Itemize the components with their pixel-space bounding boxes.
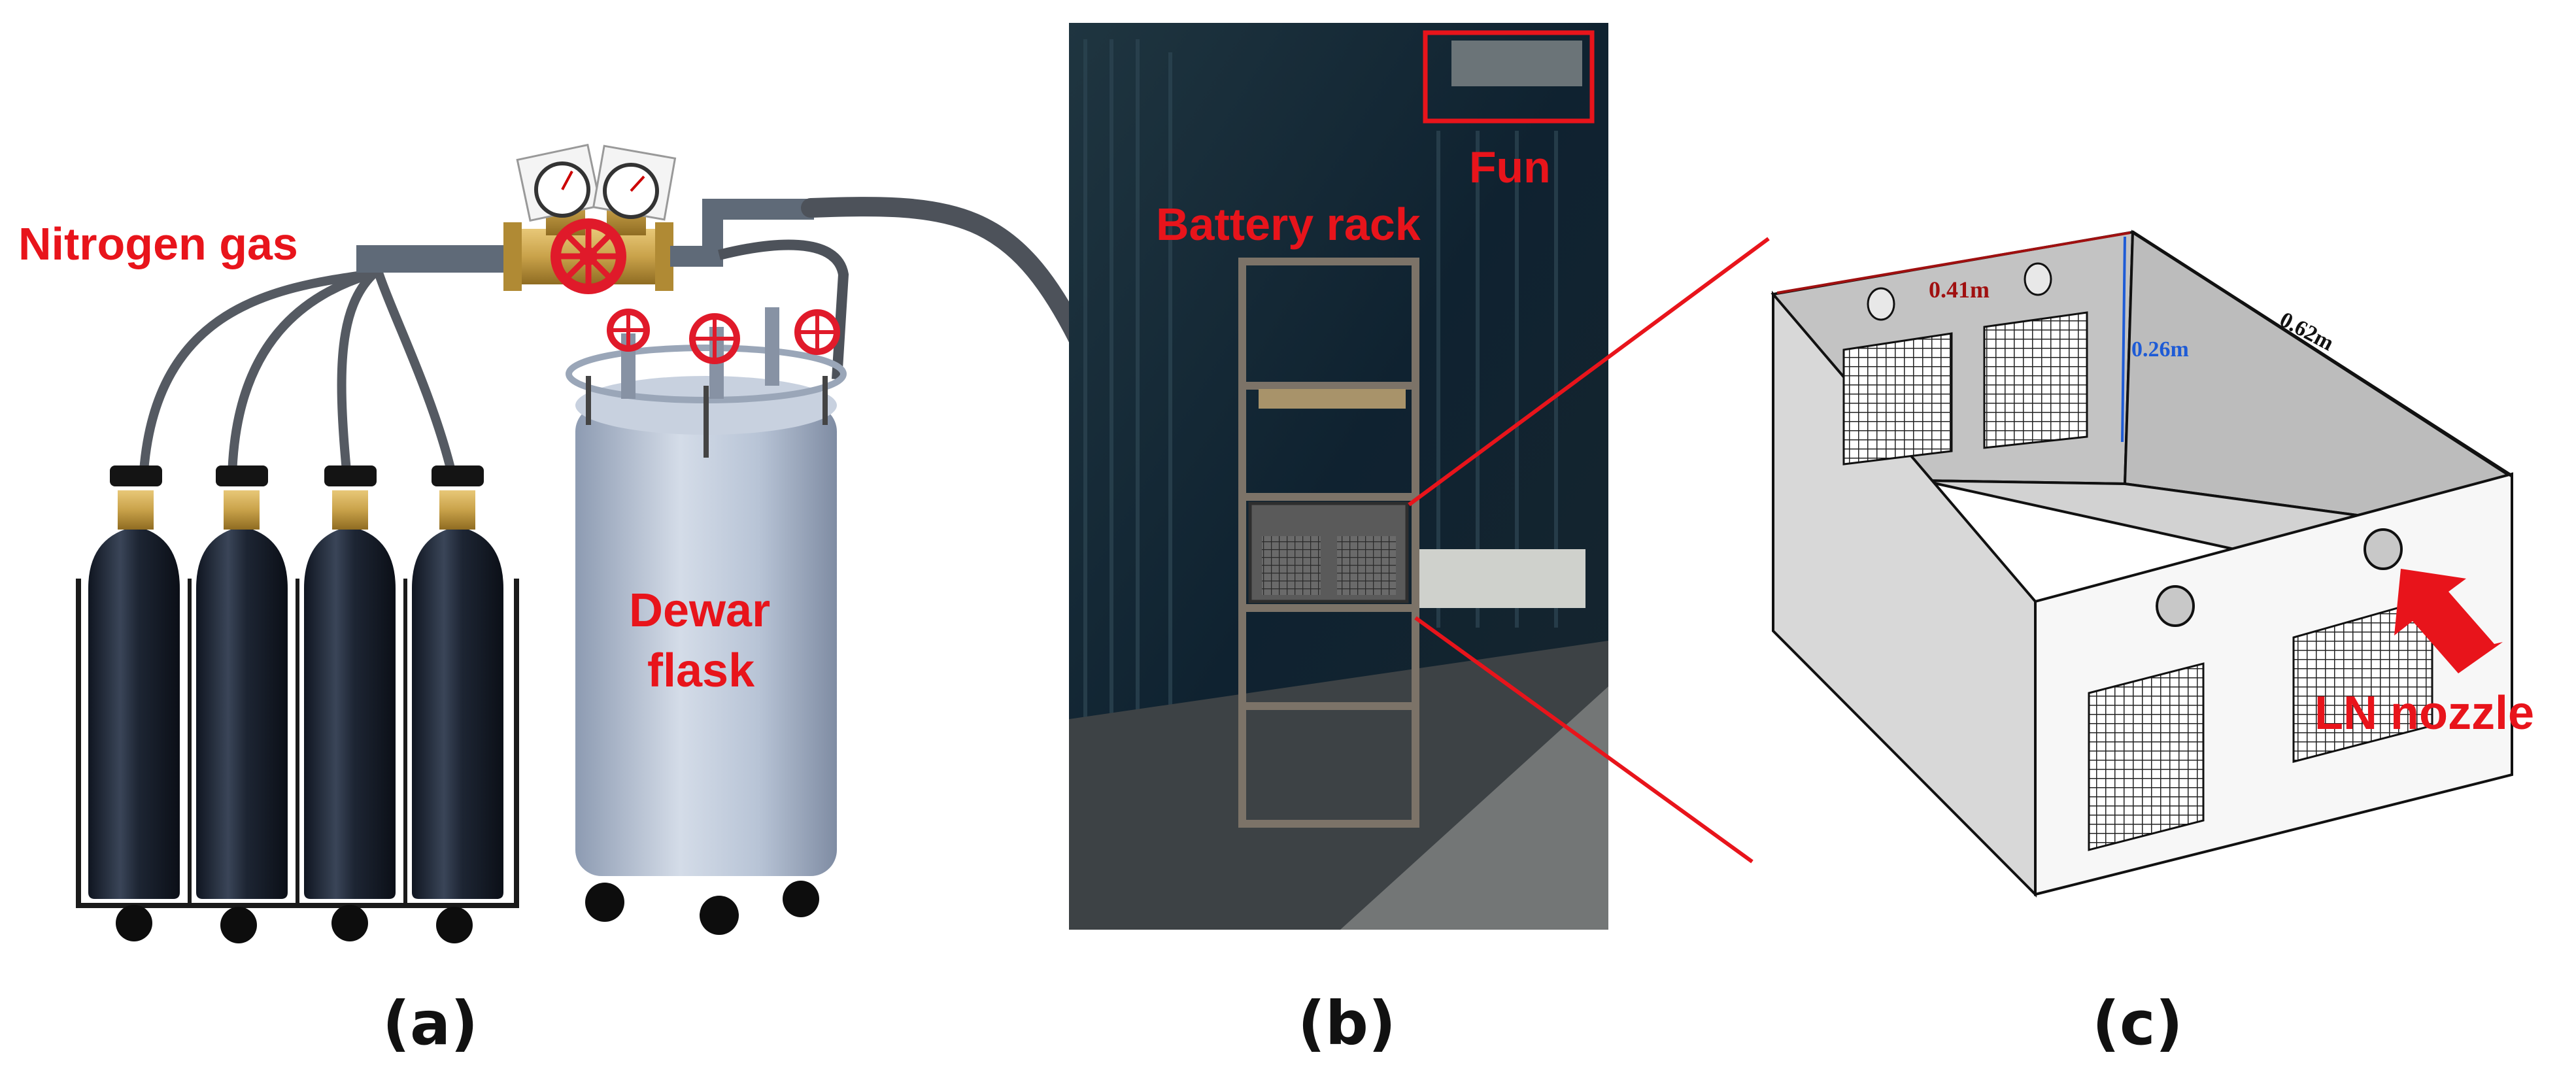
dewar-flask [566, 307, 847, 935]
battery-rack [1238, 258, 1419, 828]
cylinder-1 [88, 465, 180, 941]
label-dewar-line2: flask [647, 645, 755, 697]
caption-a: (a) [382, 989, 479, 1058]
back-mesh-left [1842, 332, 1953, 465]
gas-hoses [139, 270, 456, 482]
back-mesh-right [1983, 311, 2088, 449]
nitrogen-cylinders [76, 465, 519, 943]
caption-c: (c) [2092, 989, 2183, 1058]
zoom-line-bottom [1414, 616, 1754, 864]
dewar-valve-3-icon [794, 309, 840, 355]
pressure-gauge-right-icon [592, 144, 677, 221]
dim-line-length [1776, 231, 2131, 294]
pressure-regulator [503, 143, 677, 294]
pressure-gauge-left-icon [516, 143, 602, 222]
dim-height-label: 0.26m [2131, 337, 2189, 362]
front-mesh-left [2088, 662, 2205, 851]
panel-b-photo [1069, 23, 1608, 930]
dewar-feed-pipe [670, 199, 814, 267]
zoom-line-top [1408, 237, 1770, 507]
nitrogen-manifold-pipe [356, 245, 513, 273]
cylinder-4 [412, 465, 503, 943]
dewar-valve-2-icon [689, 313, 740, 364]
front-mesh-right [2292, 597, 2433, 763]
dewar-valve-1-icon [607, 309, 650, 352]
caption-b: (b) [1298, 989, 1396, 1058]
cylinder-3 [304, 465, 396, 941]
dim-length-label: 0.41m [1929, 277, 1990, 303]
fun-highlight-box [1423, 30, 1595, 124]
dim-line-depth [2131, 230, 2513, 478]
label-ln-nozzle: LN nozzle [2314, 687, 2534, 739]
label-nitrogen-gas: Nitrogen gas [18, 218, 298, 269]
label-fun: Fun [1469, 143, 1551, 192]
label-battery-rack: Battery rack [1156, 199, 1421, 250]
ln-nozzle-arrow-icon [2394, 569, 2503, 673]
cylinder-2 [196, 465, 288, 943]
panel-c-box-model [1771, 229, 2513, 898]
main-valve-wheel-icon [551, 218, 626, 294]
label-dewar-line1: Dewar [629, 584, 771, 637]
dim-line-height [2121, 236, 2126, 443]
